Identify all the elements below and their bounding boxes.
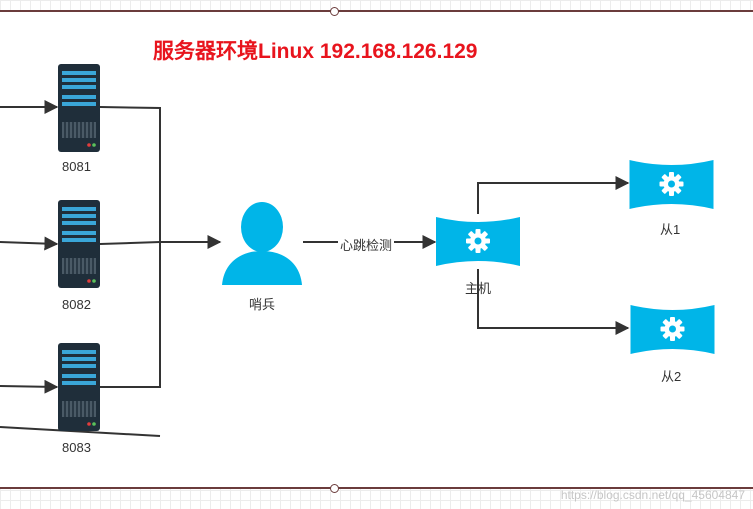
watermark: https://blog.csdn.net/qq_45604847 xyxy=(560,488,745,502)
incoming-edge-8083[interactable] xyxy=(0,379,59,394)
edge-master-to-slave2[interactable] xyxy=(477,269,630,335)
slave-node-2[interactable] xyxy=(630,302,715,362)
heartbeat-label: 心跳检测 xyxy=(338,235,395,254)
incoming-edge-8082[interactable] xyxy=(0,236,59,251)
diagram-title: 服务器环境Linux 192.168.126.129 xyxy=(153,40,478,63)
master-node[interactable] xyxy=(436,214,520,274)
server-node-8081[interactable] xyxy=(58,64,100,157)
resize-handle-bottom[interactable] xyxy=(330,484,339,493)
server-label-8081: 8081 xyxy=(62,159,91,174)
incoming-edge-extra[interactable] xyxy=(0,426,161,437)
gear-icon xyxy=(436,217,520,266)
edge-8082-to-sentinel[interactable] xyxy=(99,241,161,245)
edge-8081-to-sentinel[interactable] xyxy=(99,106,161,242)
server-icon xyxy=(58,64,100,152)
gear-icon xyxy=(629,160,714,209)
canvas-top-border xyxy=(0,10,753,12)
sentinel-node[interactable] xyxy=(222,201,302,290)
edge-master-to-slave1[interactable] xyxy=(477,176,630,214)
slave-label-1: 从1 xyxy=(660,222,681,237)
server-label-8083: 8083 xyxy=(62,440,91,455)
server-icon xyxy=(58,200,100,288)
sentinel-label: 哨兵 xyxy=(249,297,276,312)
slave-node-1[interactable] xyxy=(629,157,714,217)
canvas-bottom-border xyxy=(0,487,753,489)
server-icon xyxy=(58,343,100,431)
resize-handle-top[interactable] xyxy=(330,7,339,16)
edge-8083-to-sentinel[interactable] xyxy=(100,242,161,388)
master-label: 主机 xyxy=(465,281,492,296)
server-node-8082[interactable] xyxy=(58,200,100,293)
gear-icon xyxy=(630,305,715,354)
user-icon xyxy=(222,202,302,285)
server-node-8083[interactable] xyxy=(58,343,100,436)
slave-label-2: 从2 xyxy=(661,369,682,384)
server-label-8082: 8082 xyxy=(62,297,91,312)
